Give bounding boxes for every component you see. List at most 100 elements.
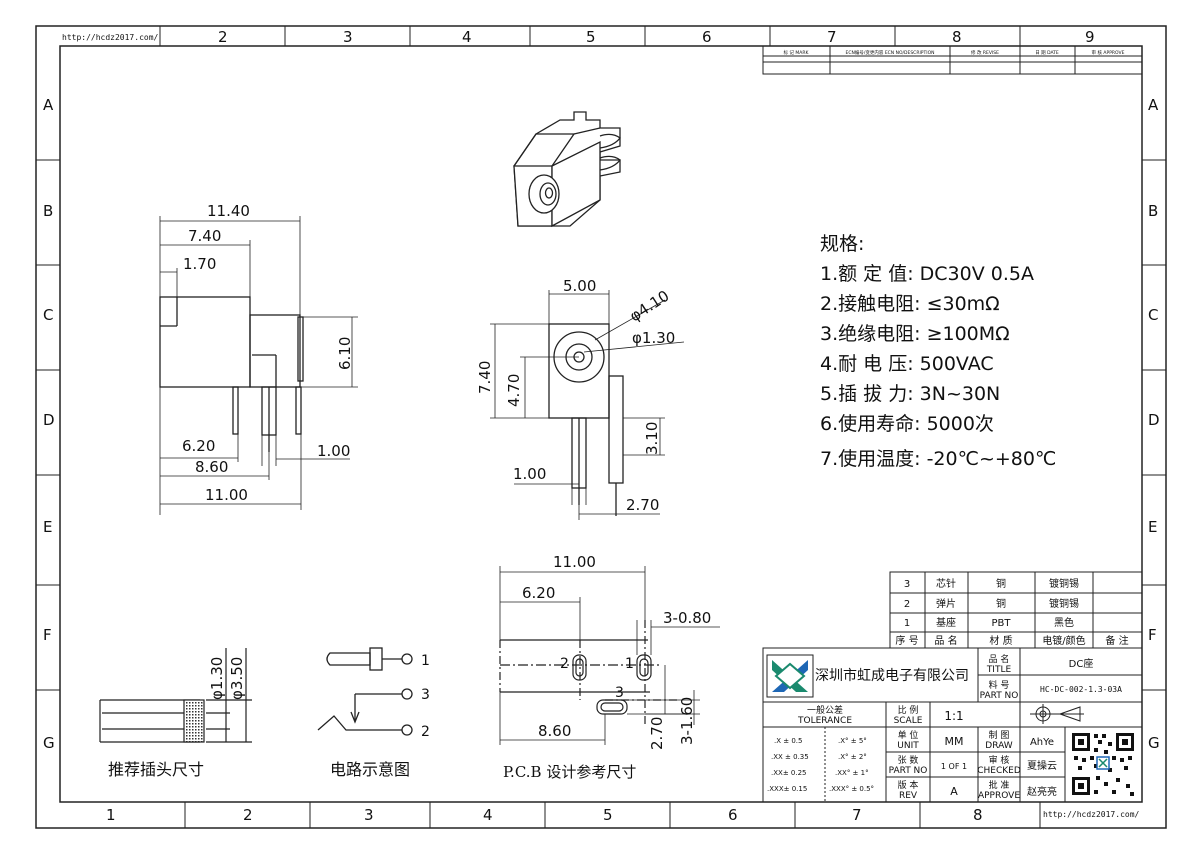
plug-caption: 推荐插头尺寸 [108,760,204,779]
unit-en: UNIT [897,741,919,751]
top-column-labels: 2 3 4 5 6 7 8 9 [218,28,1095,46]
pin-label: 1 [625,656,634,672]
dim-label: 2.70 [626,496,659,514]
pcb-caption: P.C.B 设计参考尺寸 [503,763,636,781]
pcb-pins: 2 1 3 [560,656,634,701]
row-label: G [1148,734,1160,752]
dim-label: 2.70 [648,717,666,750]
bottom-col-label: 1 [106,806,116,824]
dim-label: 6.10 [336,337,354,370]
scale-cn: 比 例 [898,704,919,716]
scale-value: 1:1 [944,709,963,723]
dim-label: 1.70 [183,255,216,273]
dim-label: 6.20 [522,584,555,602]
spec-line: 4.耐 电 压: 500VAC [820,353,994,375]
dim-label: 6.20 [182,437,215,455]
row-label: D [43,411,55,429]
bom-header: 电镀/颜色 [1042,634,1085,647]
tolerance-cn: 一般公差 [807,704,843,716]
bom-cell: 3 [904,579,910,590]
side-view-dim-lines [159,216,358,515]
rev-cn: 版 本 [898,779,919,791]
bottom-col-label: 6 [728,806,738,824]
plug-dims: φ1.30 φ3.50 [208,657,246,700]
revision-headers: 标 记 MARK ECN编号/变更内容 ECN NO/DESCRIPTION 修… [784,49,1125,56]
isometric-view [513,111,621,228]
dim-label: φ1.30 [632,329,675,347]
check-value: 夏操云 [1027,759,1057,772]
tolerance-en: TOLERANCE [797,716,852,726]
dim-label: 3-0.80 [663,609,711,627]
dim-label: 5.00 [563,277,596,295]
left-row-labels: A B C D E F G [43,96,55,752]
spec-line: 6.使用寿命: 5000次 [820,413,994,435]
title-block [762,647,1143,803]
left-row-band [36,159,60,691]
dim-label: 11.00 [553,553,596,571]
row-label: F [43,626,52,644]
unit-value: MM [945,735,964,748]
top-col-label: 3 [343,28,353,46]
revision-block [762,45,1143,75]
bottom-column-band [184,802,1041,828]
pcb-dims: 11.00 6.20 3-0.80 8.60 2.70 3-1.60 [522,553,711,750]
pin-label: 1 [421,653,430,669]
name-label-en: TITLE [986,665,1012,675]
dim-label: 8.60 [195,458,228,476]
dim-label: 4.70 [505,374,523,407]
bom-cell: 弹片 [936,597,956,610]
title-block-labels: 品 名 TITLE DC座 料 号 PART NO HC-DC-002-1.3-… [797,653,1122,801]
frame-url-top: http://hcdz2017.com/ [62,33,159,42]
tol-right: .XX° ± 1° [835,769,869,777]
check-cn: 审 核 [989,754,1010,766]
tol-left: .XX± 0.25 [771,769,807,777]
dim-label: φ3.50 [228,657,246,700]
bom-table [889,571,1143,649]
draw-cn: 制 图 [989,729,1010,741]
pin-label: 2 [421,724,430,740]
inner-frame [59,45,1143,803]
rev-header-revise: 修 改 REVISE [971,49,999,56]
scale-en: SCALE [894,716,923,726]
bottom-col-label: 7 [852,806,862,824]
dim-label: 7.40 [188,227,221,245]
bom-cell: 基座 [936,616,956,629]
part-label-en: PART NO [980,691,1019,701]
projection-symbol-icon [1030,704,1084,724]
top-col-label: 4 [462,28,472,46]
sheet-en: PART NO [889,766,928,776]
bom-cell: 镀铜锡 [1049,597,1079,610]
check-en: CHECKED [977,766,1021,776]
dim-label: φ4.10 [626,287,672,326]
bom-cell: 2 [904,599,910,610]
rev-en: REV [899,791,918,801]
dim-label: 8.60 [538,722,571,740]
dim-label: 3.10 [643,422,661,455]
bottom-col-label: 4 [483,806,493,824]
row-label: B [1148,202,1158,220]
tol-right: .X° ± 2° [838,753,867,761]
pin-label: 3 [615,685,624,701]
top-col-label: 9 [1085,28,1095,46]
right-row-labels: A B C D E F G [1148,96,1160,752]
bottom-col-label: 2 [243,806,253,824]
specs-block: 规格: 1.额 定 值: DC30V 0.5A 2.接触电阻: ≤30mΩ 3.… [820,233,1056,470]
company-name: 深圳市虹成电子有限公司 [815,667,969,684]
row-label: G [43,734,55,752]
part-label-cn: 料 号 [989,679,1010,691]
rev-header-approve: 审 核 APPROVE [1092,49,1125,56]
bom-cell: 黑色 [1054,616,1074,629]
bottom-col-label: 3 [364,806,374,824]
dim-label: 11.40 [207,202,250,220]
row-label: A [1148,96,1159,114]
bom-header: 序 号 [895,634,918,647]
frame-url-bottom: http://hcdz2017.com/ [1043,810,1140,819]
dim-label: 7.40 [476,361,494,394]
bom-cell: 1 [904,618,910,629]
approve-en: APPROVE [978,791,1020,801]
part-value: HC-DC-002-1.3-03A [1040,685,1122,694]
draw-en: DRAW [985,741,1012,751]
tol-right: .XXX° ± 0.5° [829,785,874,793]
rev-header-ecn: ECN编号/变更内容 ECN NO/DESCRIPTION [846,49,935,56]
draw-value: AhYe [1030,737,1054,748]
